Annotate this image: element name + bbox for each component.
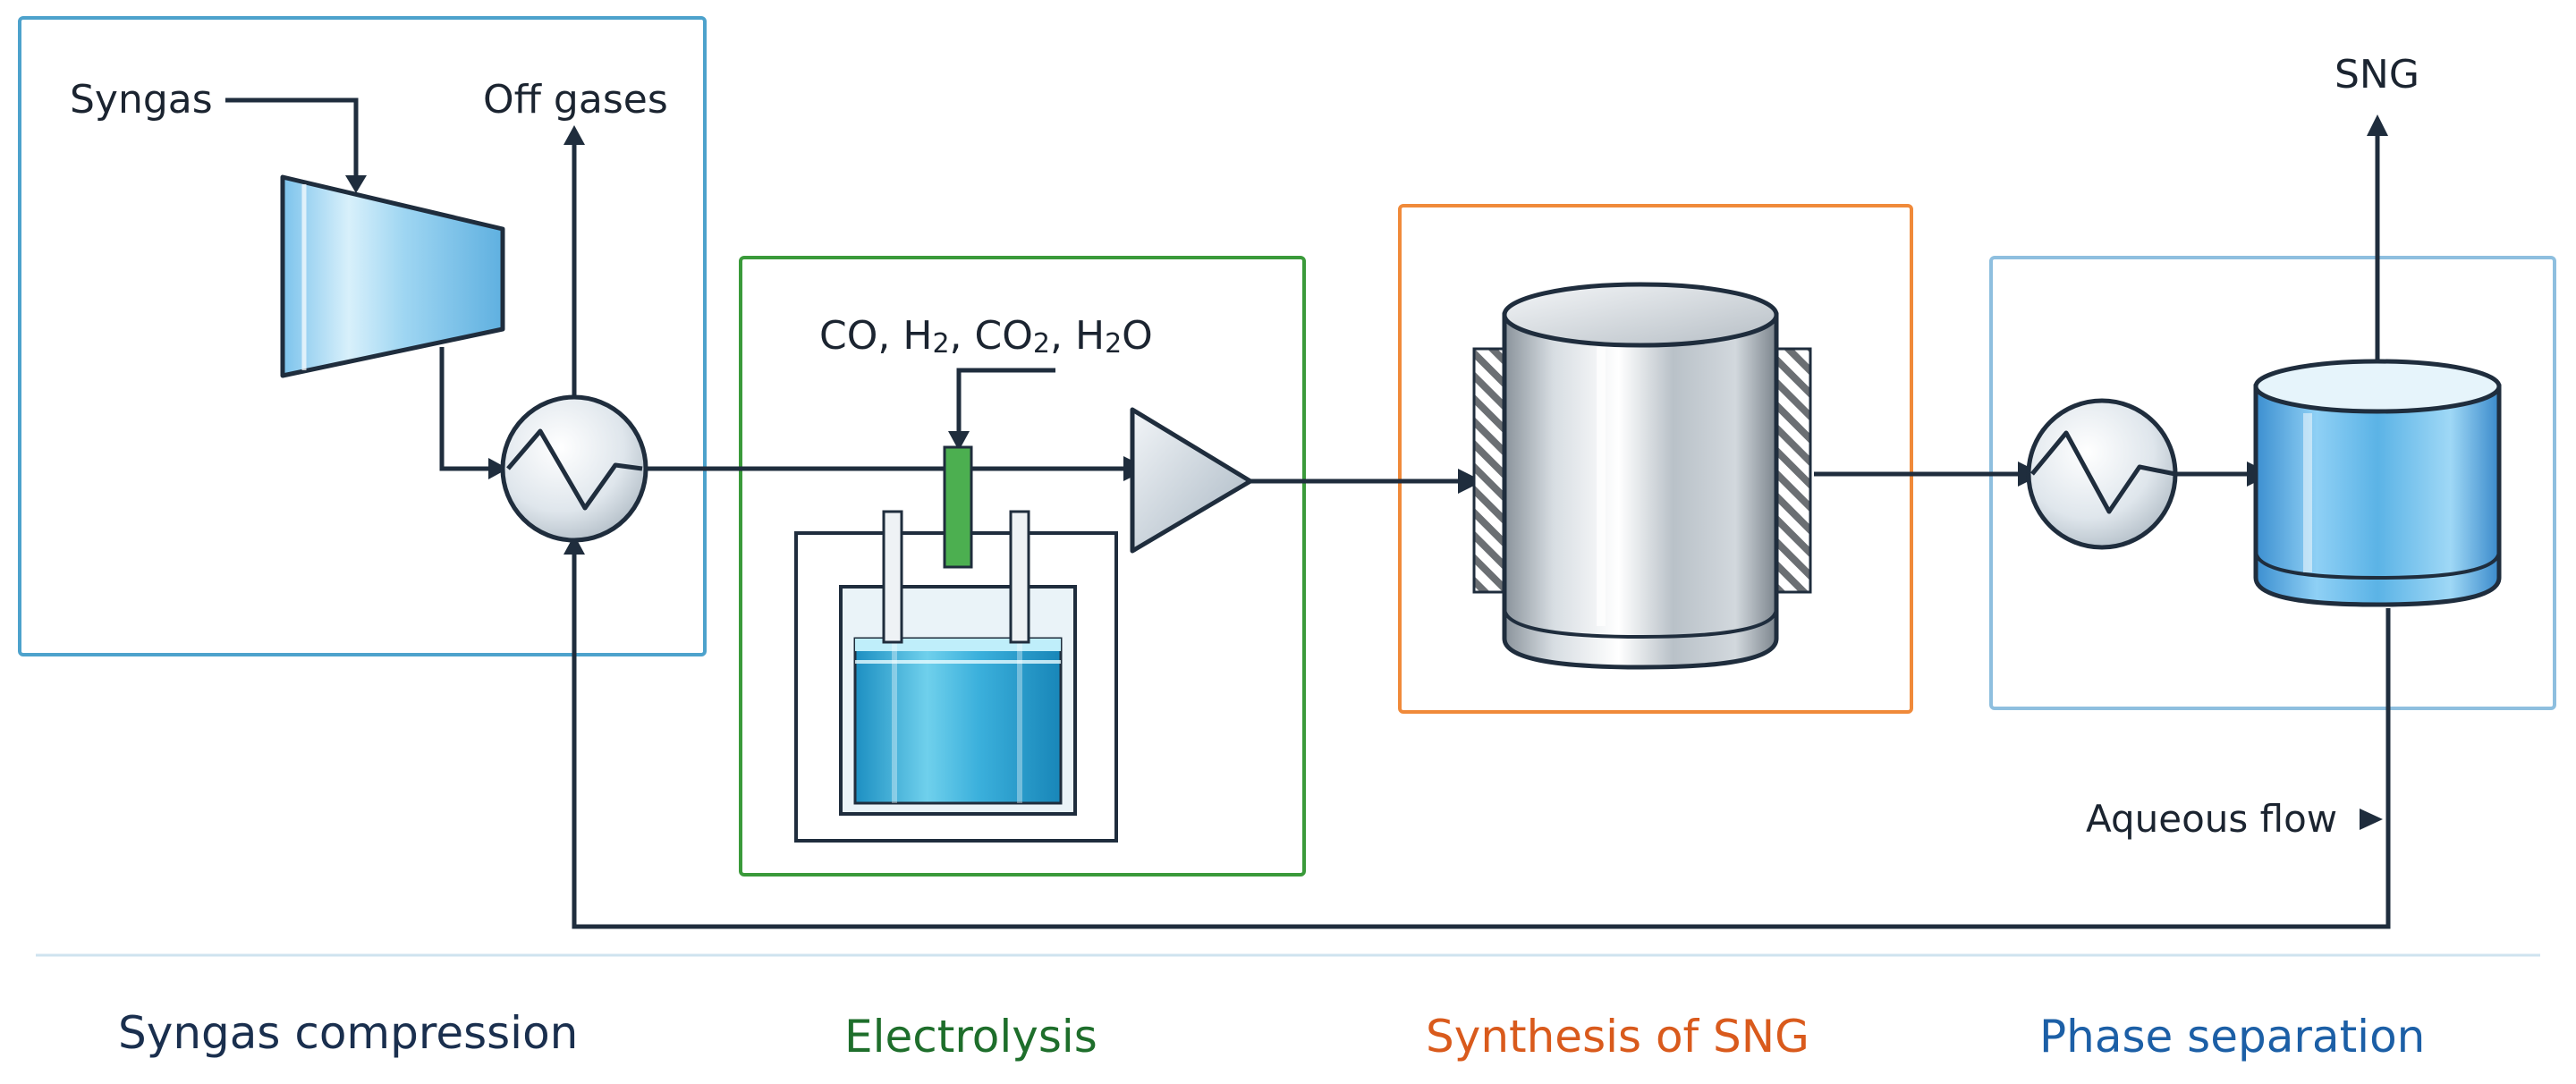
reactor-icon [1472, 282, 1812, 670]
aqueous-flow-arrowhead [2360, 809, 2383, 830]
separator-vessel-icon [2253, 359, 2502, 607]
off-gases-label: Off gases [483, 77, 668, 123]
syngas-label: Syngas [70, 77, 213, 123]
section-title-synthesis: Synthesis of SNG [1426, 1011, 1809, 1063]
section-title-syngas-compression: Syngas compression [118, 1007, 578, 1059]
expansion-valve-icon [1130, 407, 1253, 554]
syngas-compression-box [18, 16, 707, 656]
section-title-phase-separation: Phase separation [2039, 1011, 2425, 1063]
electrolyzer-icon [794, 445, 1118, 843]
aqueous-flow-label: Aqueous flow [2086, 797, 2337, 841]
heat-exchanger-icon [500, 394, 648, 543]
feed-composition-label: CO, H2, CO2, H2O [819, 313, 1153, 360]
electrolysis-box [739, 256, 1306, 877]
phase-separation-box [1989, 256, 2556, 710]
heat-exchanger-2-icon [2026, 398, 2178, 550]
section-title-electrolysis: Electrolysis [844, 1011, 1097, 1063]
flow-lines [225, 97, 2391, 929]
synthesis-box [1398, 204, 1913, 714]
sng-label: SNG [2334, 52, 2419, 97]
compressor-icon [280, 174, 505, 378]
